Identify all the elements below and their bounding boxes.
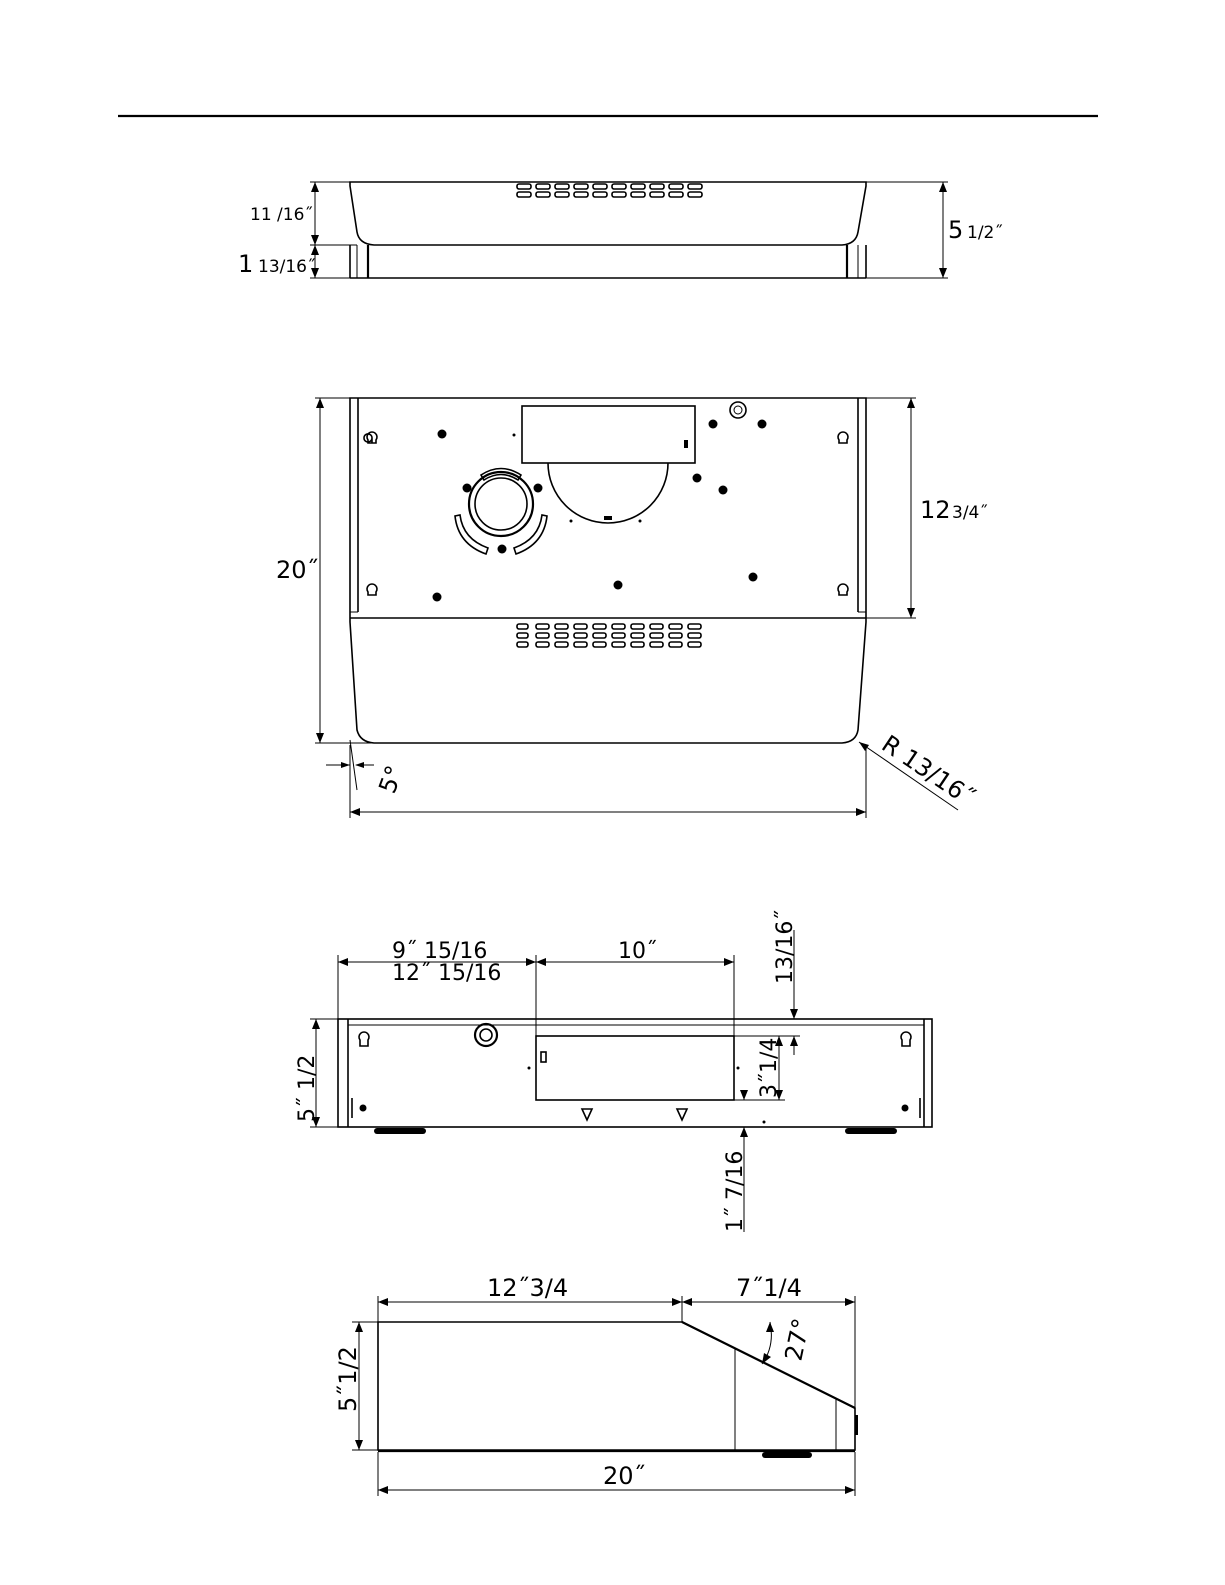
side-slope-length-label: 7˝1/4 — [736, 1274, 802, 1302]
front-view-vents — [517, 184, 702, 197]
rear-cutout-width-label: 10˝ — [618, 939, 657, 964]
rear-cutout — [536, 1036, 734, 1100]
rear-height-label: 5˝ 1/2 — [295, 1055, 320, 1122]
rear-view-body — [338, 1019, 932, 1127]
rear-cutout-height-label: 3˝1/4 — [757, 1038, 782, 1098]
bottom-depth-label: 20˝ — [276, 556, 319, 584]
front-view-body — [350, 182, 866, 245]
bottom-partial-depth-frac-label: 3/4˝ — [952, 503, 988, 523]
bottom-radius-label: R 13/16˝ — [877, 730, 980, 812]
front-bottom-height-frac-label: 13/16˝ — [258, 257, 316, 277]
keyhole-slots — [364, 432, 848, 595]
power-knockout — [730, 402, 746, 418]
side-total-length-label: 20˝ — [603, 1462, 646, 1490]
rear-knockout — [475, 1024, 497, 1046]
rear-top-gap-label: 13/16˝ — [773, 910, 798, 984]
side-view: 12˝3/4 7˝1/4 27° 5˝1/2 20˝ — [334, 1274, 858, 1496]
front-bottom-height-whole-label: 1 — [238, 250, 253, 278]
front-view: 11 /16˝ 1 13/16˝ 5 1/2˝ — [238, 182, 1003, 278]
side-height-label: 5˝1/2 — [334, 1346, 362, 1412]
mounting-bolts — [433, 420, 767, 602]
rear-bottom-gap-label: 1˝ 7/16 — [723, 1151, 748, 1232]
front-total-height-frac-label: 1/2˝ — [967, 223, 1003, 243]
duct-collar — [455, 469, 547, 555]
bottom-view-body — [350, 398, 866, 743]
blower-box — [522, 406, 695, 463]
bottom-view: 20˝ 12 3/4˝ 5° R 13/16˝ — [276, 398, 988, 818]
rear-offset-2-label: 12˝ 15/16 — [392, 961, 501, 986]
front-top-height-label: 11 /16˝ — [250, 205, 313, 225]
rear-view: 9˝ 15/16 12˝ 15/16 10˝ 13/16˝ 3˝1/4 1˝ 7… — [295, 910, 932, 1232]
bottom-view-vents — [517, 624, 701, 647]
blower-housing — [548, 463, 668, 523]
bottom-angle-label: 5° — [373, 762, 409, 797]
side-flat-length-label: 12˝3/4 — [487, 1274, 568, 1302]
bottom-partial-depth-whole-label: 12 — [920, 496, 951, 524]
side-angle-label: 27° — [779, 1316, 815, 1363]
front-total-height-whole-label: 5 — [948, 216, 963, 244]
